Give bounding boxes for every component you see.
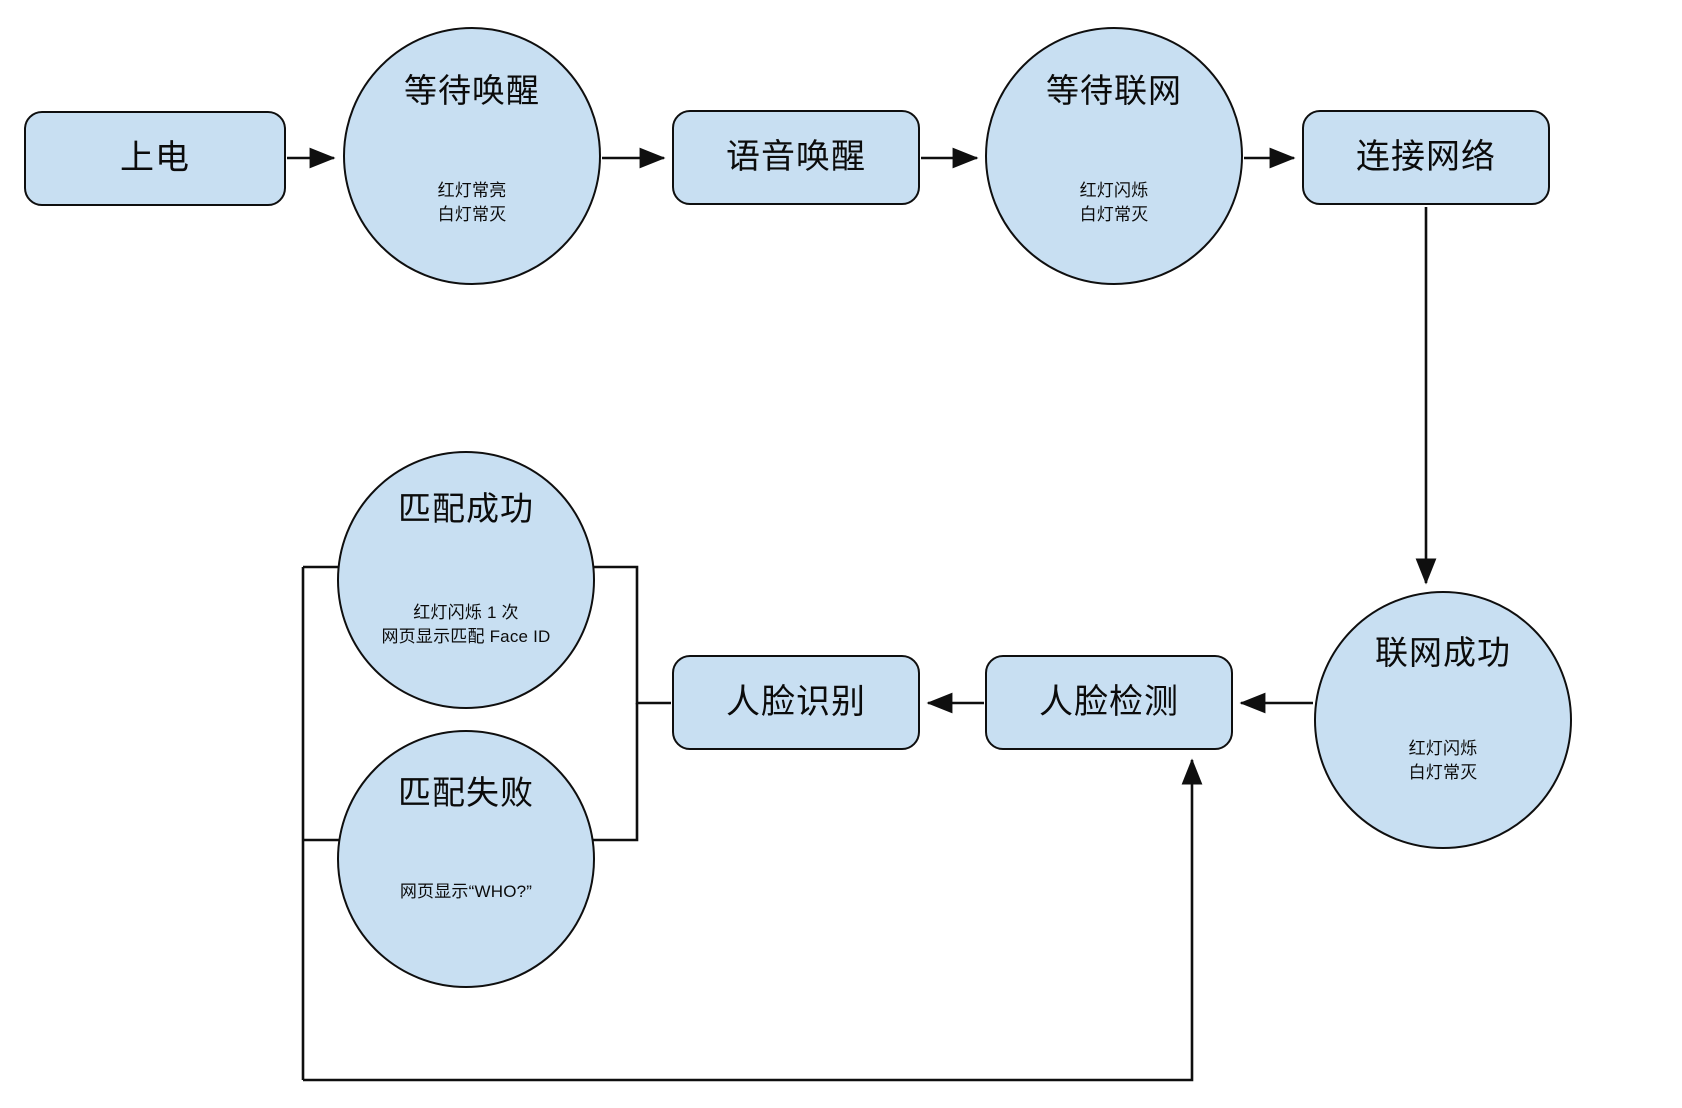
node-network-success[interactable]: 联网成功 红灯闪烁 白灯常灭: [1314, 591, 1572, 849]
node-face-recognize[interactable]: 人脸识别: [672, 655, 920, 750]
node-wait-wake[interactable]: 等待唤醒 红灯常亮 白灯常灭: [343, 27, 601, 285]
node-network-success-label: 联网成功: [1375, 634, 1511, 671]
node-connect-network-label: 连接网络: [1356, 138, 1496, 177]
node-match-success-sublabel: 红灯闪烁 1 次 网页显示匹配 Face ID: [381, 603, 551, 647]
node-match-success-label: 匹配成功: [398, 490, 534, 527]
node-match-fail-sublabel: 网页显示“WHO?”: [399, 882, 533, 901]
node-wait-network-sublabel: 红灯闪烁 白灯常灭: [1079, 181, 1149, 225]
node-power-on-label: 上电: [120, 139, 190, 178]
node-face-detect[interactable]: 人脸检测: [985, 655, 1233, 750]
node-wait-network-label: 等待联网: [1046, 72, 1182, 109]
node-face-detect-label: 人脸检测: [1039, 683, 1179, 722]
node-face-recognize-label: 人脸识别: [726, 683, 866, 722]
node-match-success[interactable]: 匹配成功 红灯闪烁 1 次 网页显示匹配 Face ID: [337, 451, 595, 709]
node-power-on[interactable]: 上电: [24, 111, 286, 206]
node-match-fail[interactable]: 匹配失败 网页显示“WHO?”: [337, 730, 595, 988]
node-wait-network[interactable]: 等待联网 红灯闪烁 白灯常灭: [985, 27, 1243, 285]
node-wait-wake-sublabel: 红灯常亮 白灯常灭: [437, 181, 507, 225]
node-voice-wake-label: 语音唤醒: [726, 138, 866, 177]
node-connect-network[interactable]: 连接网络: [1302, 110, 1550, 205]
node-match-fail-label: 匹配失败: [398, 774, 534, 811]
node-wait-wake-label: 等待唤醒: [404, 72, 540, 109]
node-voice-wake[interactable]: 语音唤醒: [672, 110, 920, 205]
node-network-success-sublabel: 红灯闪烁 白灯常灭: [1408, 739, 1478, 783]
